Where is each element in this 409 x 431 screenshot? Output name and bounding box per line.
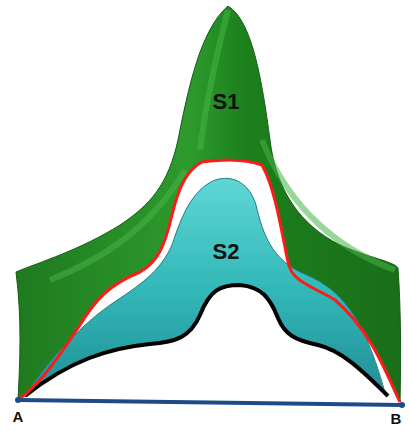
surface-label: S1 xyxy=(213,89,240,115)
baseline-ab xyxy=(18,400,402,405)
surface-label: S2 xyxy=(213,239,240,265)
point-b xyxy=(399,402,405,408)
point-a xyxy=(15,397,21,403)
point-label: A xyxy=(13,408,24,425)
point-label: B xyxy=(391,410,402,427)
surface-s1-ridge xyxy=(50,10,395,280)
boundary-curve-s2 xyxy=(25,285,388,396)
surface-s1 xyxy=(16,6,401,402)
boundary-curve-s1 xyxy=(18,160,400,402)
